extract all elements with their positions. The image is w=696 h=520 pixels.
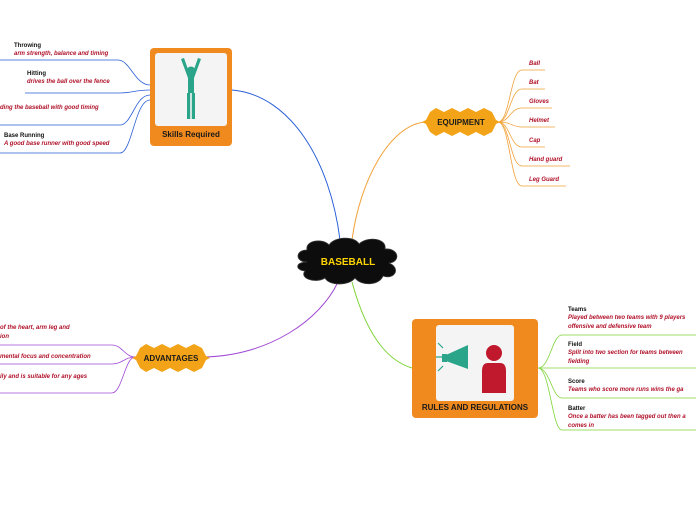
skills-connector xyxy=(231,89,341,241)
equipment-item: Hand guard xyxy=(529,157,563,163)
equipment-item: Ball xyxy=(529,61,541,67)
rule-desc: Split into two section for teams between xyxy=(568,350,683,356)
rule-label: Field xyxy=(568,342,583,348)
equipment-subconnector xyxy=(497,121,555,128)
advantages-node-label: ADVANTAGES xyxy=(143,354,199,363)
advantages-connector xyxy=(204,281,339,358)
skills-subconnector xyxy=(0,99,151,154)
rules-card-title: RULES AND REGULATIONS xyxy=(421,403,529,412)
advantages-subconnector xyxy=(0,344,136,358)
equipment-item: Cap xyxy=(529,138,541,144)
person-arms-raised-icon xyxy=(181,58,201,119)
rule-desc: comes in xyxy=(568,423,595,429)
advantage-desc: mental focus and concentration xyxy=(0,354,91,360)
central-cloud-shape xyxy=(297,237,398,285)
advantage-desc: of the heart, arm leg and xyxy=(0,325,70,331)
equipment-subconnector xyxy=(497,107,552,123)
equipment-node-label: EQUIPMENT xyxy=(437,118,485,127)
equipment-connector xyxy=(351,121,426,241)
megaphone-person-icon xyxy=(436,342,506,393)
equipment-node[interactable] xyxy=(422,108,500,136)
rule-label: Batter xyxy=(568,406,586,412)
advantages-subconnector xyxy=(0,356,136,365)
central-node-label: BASEBALL xyxy=(320,257,376,268)
equipment-item: Gloves xyxy=(529,99,550,105)
skill-desc: ding the baseball with good timing xyxy=(0,105,99,111)
skills-subconnector xyxy=(0,94,151,126)
rule-desc: fielding xyxy=(568,359,590,365)
rule-label: Score xyxy=(568,379,585,385)
skills-card-image xyxy=(155,53,227,126)
advantage-desc: ion xyxy=(0,334,9,340)
skill-label: Throwing xyxy=(14,43,41,49)
skills-subconnector xyxy=(0,59,151,86)
skills-subconnector xyxy=(25,89,151,94)
rules-subconnector xyxy=(537,367,696,431)
central-node[interactable] xyxy=(293,236,403,286)
equipment-item: Bat xyxy=(529,80,539,86)
rule-desc: offensive and defensive team xyxy=(568,324,652,330)
rule-desc: Once a batter has been tagged out then a xyxy=(568,414,686,420)
equipment-item: Helmet xyxy=(529,118,550,124)
advantage-desc: ily and is suitable for any ages xyxy=(0,374,88,380)
rules-card[interactable]: RULES AND REGULATIONS xyxy=(412,319,538,418)
rules-card-image xyxy=(436,325,514,401)
rules-connector xyxy=(351,281,413,369)
skill-label: Base Running xyxy=(4,133,45,139)
advantages-node[interactable] xyxy=(132,344,210,372)
rule-label: Teams xyxy=(568,307,587,313)
advantages-badge-shape xyxy=(132,344,210,372)
equipment-item: Leg Guard xyxy=(529,177,560,183)
rule-desc: Teams who score more runs wins the ga xyxy=(568,387,684,393)
rule-desc: Played between two teams with 9 players xyxy=(568,315,686,321)
equipment-subconnector xyxy=(497,121,566,187)
skills-card-title: Skills Required xyxy=(162,130,220,139)
equipment-subconnector xyxy=(497,88,545,123)
skills-card[interactable]: Skills Required xyxy=(150,48,232,146)
skill-desc: A good base runner with good speed xyxy=(4,141,110,147)
equipment-subconnector xyxy=(497,121,570,167)
advantages-subconnector xyxy=(0,356,136,394)
equipment-badge-shape xyxy=(422,108,500,136)
rules-subconnector xyxy=(537,334,696,369)
skill-desc: arm strength, balance and timing xyxy=(14,51,109,57)
equipment-subconnector xyxy=(497,69,545,123)
skill-desc: drives the ball over the fence xyxy=(27,79,110,85)
skill-label: Hitting xyxy=(27,71,46,77)
rules-subconnector xyxy=(537,367,696,399)
